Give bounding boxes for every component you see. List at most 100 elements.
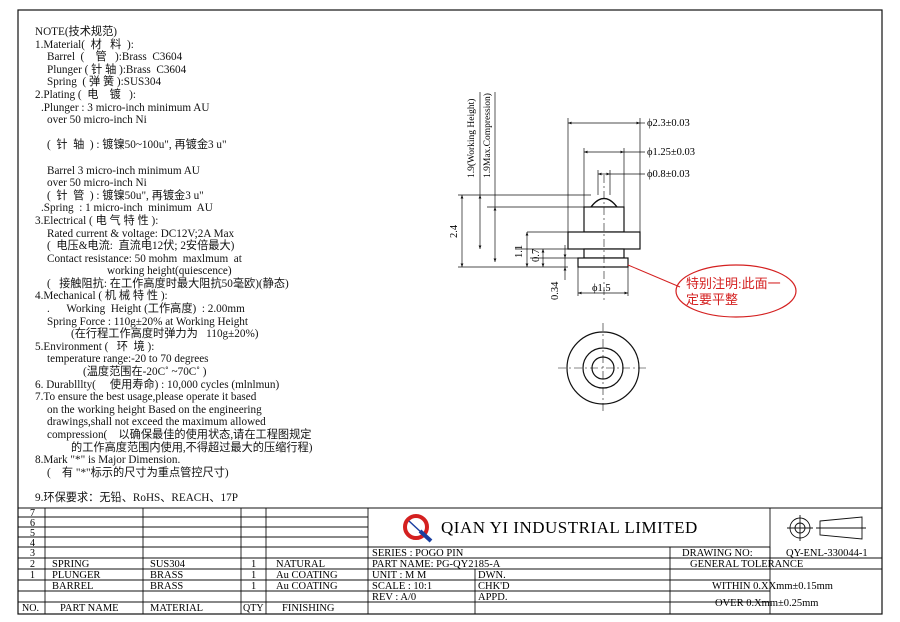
bom-finish: NATURAL — [276, 559, 325, 570]
note-line: 9.环保要求：无铅、RoHS、REACH、17P — [35, 491, 238, 504]
drawing-no-label: DRAWING NO: — [682, 548, 753, 559]
note-line: (在行程工作高度时弹力为 110g±20%) — [71, 328, 259, 341]
note-line: 2.Plating ( 电 镀 ): — [35, 88, 136, 101]
chkd-field: CHK'D — [478, 581, 510, 592]
bom-material: SUS304 — [150, 559, 186, 570]
technical-notes: NOTE(技术规范)1.Material( 材 料 ):Barrel ( 管 )… — [35, 26, 375, 505]
row-number: 1 — [30, 570, 35, 581]
dim-max-compression: 1.9Max.Compression) — [482, 93, 493, 178]
callout-line-1: 特别注明:此面一 — [686, 276, 781, 291]
note-line: drawings,shall not exceed the maximum al… — [47, 416, 266, 429]
note-line: .Plunger : 3 micro-inch minimum AU — [41, 101, 210, 114]
bom-finish: Au COATING — [276, 581, 338, 592]
note-line: compression( 以确保最佳的使用状态,请在工程图规定 — [47, 429, 312, 441]
dwn-field: DWN. — [478, 570, 506, 581]
bom-part: SPRING — [52, 559, 90, 570]
row-number: 2 — [30, 559, 35, 570]
dim-flange-height: 1.1 — [514, 245, 525, 258]
series-field: SERIES : POGO PIN — [372, 548, 464, 559]
unit-field: UNIT : M M — [372, 570, 427, 581]
dim-working-height: 1.9(Working Height) — [466, 99, 477, 178]
note-line: Contact resistance: 50 mohm maxlmum at — [47, 252, 242, 265]
note-line: 的工作高度范围内使用,不得超过最大的压缩行程) — [71, 441, 313, 454]
note-line: NOTE(技术规范) — [35, 26, 118, 38]
dim-tail-height: 0.34 — [550, 281, 561, 300]
dim-step-height: 0.7 — [531, 249, 542, 262]
dim-tail-diameter: ϕ1.5 — [592, 283, 611, 294]
row-number: 6 — [30, 518, 35, 529]
scale-field: SCALE : 10:1 — [372, 581, 432, 592]
callout-line-2: 定要平整 — [686, 292, 738, 307]
bom-header-finish: FINISHING — [282, 603, 335, 614]
bottom-view — [558, 323, 648, 413]
tolerance-line-1: WITHIN 0.XXmm±0.15mm — [712, 581, 833, 592]
note-line: over 50 micro-inch Ni — [47, 177, 147, 190]
dim-total-height: 2.4 — [449, 224, 460, 238]
note-line: ( 针 管 ) : 镀镍50u", 再镀金3 u" — [47, 189, 204, 202]
note-line: 7.To ensure the best usage,please operat… — [35, 391, 257, 404]
note-line: 8.Mark "*" is Major Dimension. — [35, 454, 181, 467]
note-line: ( 针 轴 ) : 镀镍50~100u", 再镀金3 u" — [47, 139, 227, 152]
general-tolerance-label: GENERAL TOLERANCE — [690, 559, 803, 570]
note-line: Spring ( 弹 簧 ):SUS304 — [47, 76, 162, 89]
dim-outer-diameter: ϕ2.3±0.03 — [647, 118, 690, 129]
note-line: ( 电压&电流: 直流电12伏; 2安倍最大) — [47, 240, 235, 253]
note-line: ( 接触阻抗: 在工作高度时最大阻抗50毫欧)(静态) — [47, 277, 289, 290]
barrel-tail — [577, 257, 629, 268]
note-line: temperature range:-20 to 70 degrees — [47, 353, 209, 366]
note-line: . Working Height (工作高度) : 2.00mm — [47, 303, 245, 316]
note-line: Plunger ( 针 轴 ):Brass C3604 — [47, 63, 187, 76]
diameter-dimensions — [567, 118, 645, 296]
note-line: Rated current & voltage: DC12V;2A Max — [47, 227, 235, 240]
bom-qty: 1 — [251, 559, 256, 570]
bom-part: BARREL — [52, 581, 93, 592]
appd-field: APPD. — [478, 592, 507, 603]
row-number: NO. — [22, 603, 39, 614]
bom-qty: 1 — [251, 581, 256, 592]
row-number: 7 — [30, 508, 35, 519]
bom-header-material: MATERIAL — [150, 603, 203, 614]
height-dimensions — [458, 92, 591, 280]
note-line: Barrel ( 管 ):Brass C3604 — [47, 51, 183, 64]
bom-material: BRASS — [150, 581, 183, 592]
note-line: (温度范围在-20C˚ ~70C˚ ) — [83, 366, 207, 379]
projection-symbol-icon — [787, 515, 866, 541]
note-line: .Spring : 1 micro-inch minimum AU — [41, 202, 213, 215]
sheet-border — [17, 9, 883, 615]
bom-finish: Au COATING — [276, 570, 338, 581]
dim-mid-diameter: ϕ1.25±0.03 — [647, 147, 695, 158]
dim-tip-diameter: ϕ0.8±0.03 — [647, 169, 690, 180]
note-line: 6. Durablllty( 使用寿命) : 10,000 cycles (ml… — [35, 378, 280, 391]
rev-field: REV : A/0 — [372, 592, 416, 603]
row-numbers: 7 6 5 4 3 2 1 NO. — [22, 508, 39, 614]
drawing-no: QY-ENL-330044-1 — [786, 548, 868, 559]
note-line: 4.Mechanical ( 机 械 特 性 ): — [35, 290, 168, 303]
bill-of-materials: SPRING SUS304 1 NATURAL PLUNGER BRASS 1 … — [52, 559, 338, 614]
row-number: 3 — [30, 548, 35, 559]
note-line: 5.Environment ( 环 境 ): — [35, 340, 155, 353]
note-line: over 50 micro-inch Ni — [47, 114, 147, 127]
note-line: working height(quiescence) — [107, 265, 232, 278]
bom-header-part: PART NAME — [60, 603, 119, 614]
title-block-grid — [18, 507, 882, 614]
flatness-callout: 特别注明:此面一 定要平整 — [627, 264, 797, 318]
bom-qty: 1 — [251, 570, 256, 581]
note-line: on the working height Based on the engin… — [47, 403, 262, 416]
row-number: 5 — [30, 528, 35, 539]
note-line: 3.Electrical ( 电 气 特 性 ): — [35, 214, 159, 227]
row-number: 4 — [30, 538, 35, 549]
bom-part: PLUNGER — [52, 570, 100, 581]
note-line: ( 有 "*"标示的尺寸为重点管控尺寸) — [47, 466, 229, 479]
note-line: Barrel 3 micro-inch minimum AU — [47, 164, 200, 177]
bom-material: BRASS — [150, 570, 183, 581]
tolerance-line-2: OVER 0.Xmm±0.25mm — [715, 598, 818, 609]
company-logo-icon — [403, 514, 433, 543]
bom-header-qty: QTY — [243, 603, 264, 614]
note-line: Spring Force : 110g±20% at Working Heigh… — [47, 315, 248, 328]
title-block-fields: SERIES : POGO PIN PART NAME: PG-QY2185-A… — [372, 548, 868, 609]
note-line: 1.Material( 材 料 ): — [35, 38, 134, 51]
part-name-field: PART NAME: PG-QY2185-A — [372, 559, 501, 570]
company-name: QIAN YI INDUSTRIAL LIMITED — [441, 518, 698, 537]
